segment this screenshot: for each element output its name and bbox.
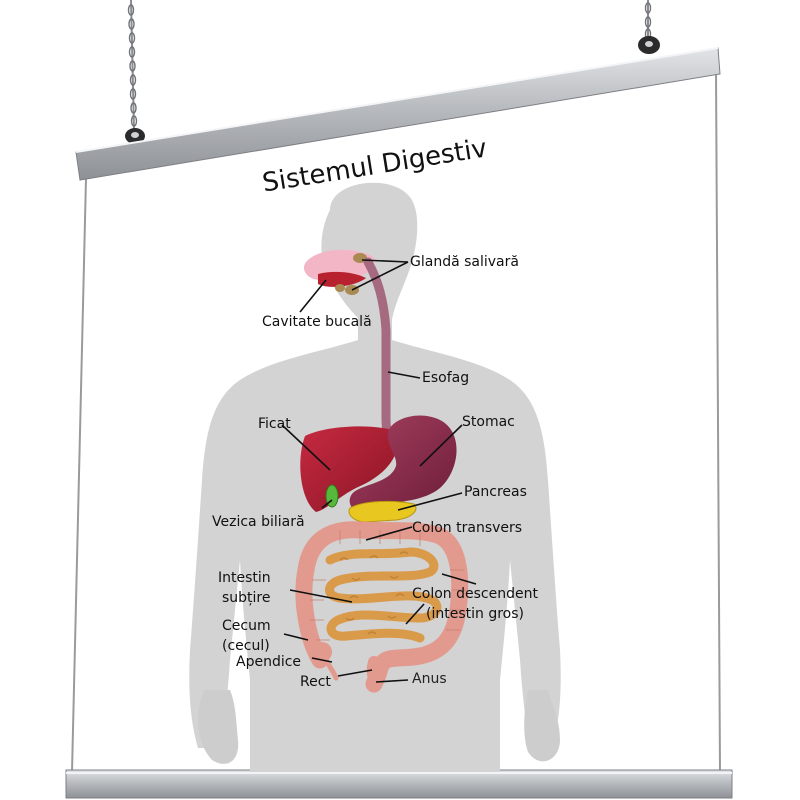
leader-lines (281, 259, 477, 683)
label-pancreas: Pancreas (464, 484, 527, 500)
right-chain (644, 0, 652, 40)
label-colon-transvers: Colon transvers (412, 520, 522, 536)
top-rail (75, 47, 721, 181)
label-vezica-biliara: Vezica biliară (212, 514, 305, 530)
small-intestine-detail (339, 551, 409, 635)
label-cecum-line2: (cecul) (222, 638, 270, 654)
large-intestine (295, 521, 469, 693)
cecum (312, 642, 332, 662)
label-cavitate-bucala: Cavitate bucală (262, 314, 372, 330)
left-chain (127, 0, 138, 131)
colon-segments (310, 530, 466, 641)
rectum (366, 656, 382, 688)
label-anus: Anus (412, 671, 447, 687)
label-stomac: Stomac (462, 414, 515, 430)
hands (198, 690, 560, 764)
label-rect: Rect (300, 674, 331, 690)
small-intestine (325, 547, 442, 643)
stomach (349, 415, 457, 511)
label-apendice: Apendice (236, 654, 301, 670)
right-hook (638, 36, 660, 54)
label-cecum-line1: Cecum (222, 618, 271, 634)
label-colon-descendent-line2: (intestin gros) (426, 606, 524, 622)
oral-cavity (303, 249, 375, 295)
label-esofag: Esofag (422, 370, 469, 386)
label-colon-descendent-line1: Colon descendent (412, 586, 538, 602)
label-glanda-salivara: Glandă salivară (410, 254, 519, 270)
label-intestin-line1: Intestin (218, 570, 271, 586)
bottom-rail (65, 769, 733, 799)
labels: Glandă salivară Cavitate bucală Esofag F… (212, 254, 538, 690)
liver (300, 426, 399, 512)
label-ficat: Ficat (258, 416, 291, 432)
pancreas (348, 500, 417, 523)
appendix (323, 657, 339, 681)
label-intestin-line2: subțire (222, 590, 271, 606)
left-hook (125, 128, 145, 144)
